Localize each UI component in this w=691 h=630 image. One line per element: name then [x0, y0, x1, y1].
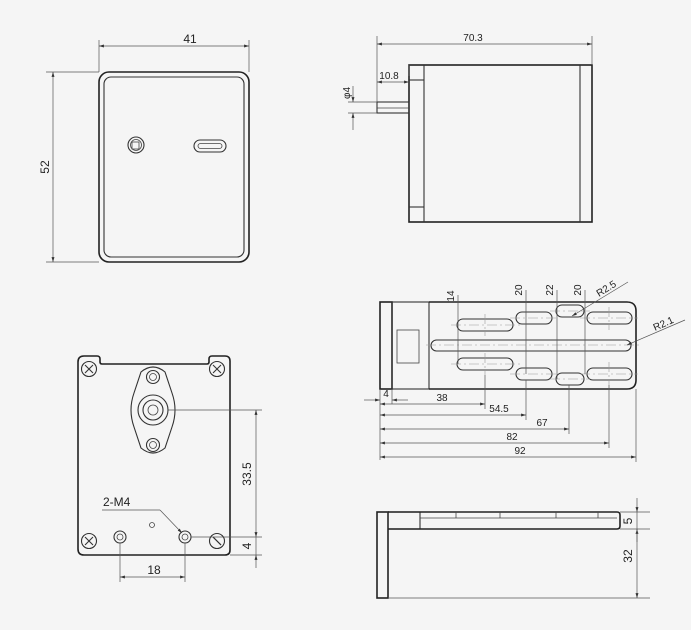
shaft-button [127, 136, 145, 154]
dim-hole-spacing-18: 18 [119, 543, 186, 582]
front-view: 41 52 [38, 32, 250, 263]
dim-label-top-0: 14 [446, 290, 457, 302]
slot-centerlines [426, 307, 640, 385]
dim-label-bottom-4: 82 [506, 432, 518, 443]
bracket-side-block [387, 511, 421, 530]
bracket-plate [429, 301, 637, 390]
dim-height-52: 52 [38, 71, 99, 263]
dim-side-5: 5 [620, 498, 650, 542]
dim-label-side-small: 5 [621, 517, 635, 524]
dim-label-side-height: 32 [621, 549, 635, 563]
dim-shaft-diameter: φ4 [342, 86, 377, 130]
usb-c-port [193, 139, 227, 153]
radius-label-2: R2.1 [652, 315, 676, 334]
bracket-side-flange [376, 511, 389, 599]
dim-shaft-10-8: 10.8 [377, 65, 410, 84]
m4-hole-left [113, 530, 127, 544]
radius-callouts: R2.5 R2.1 [571, 279, 686, 346]
front-inner-outline [103, 76, 245, 258]
dim-label-bottom-5: 92 [514, 446, 526, 457]
callout-2-m4: 2-M4 [102, 495, 183, 534]
slots-lower [456, 357, 633, 386]
front-outer-outline [98, 71, 250, 263]
screw-br-icon [208, 532, 226, 550]
dim-shaft-height-33-5: 33.5 4 [168, 409, 262, 568]
dim-label-bottom-3: 67 [536, 418, 548, 429]
radius-label-1: R2.5 [595, 279, 619, 300]
dim-width-41: 41 [98, 32, 250, 72]
dim-label-top-2: 22 [545, 284, 556, 296]
bracket-top-view: 14 20 22 20 R2.5 R2.1 4 38 54.5 [364, 279, 686, 462]
back-plate-outline [77, 355, 231, 556]
side-body [408, 64, 593, 223]
hole-callout-label: 2-M4 [103, 495, 131, 509]
dim-label-shaft-diameter: φ4 [342, 87, 353, 99]
dims-bottom: 4 38 54.5 67 82 92 [364, 375, 637, 462]
dim-side-32: 32 [388, 512, 650, 599]
screw-bl-icon [80, 532, 98, 550]
m4-hole-right [178, 530, 192, 544]
shaft [376, 101, 410, 114]
side-view: 70.3 10.8 φ4 [342, 33, 593, 223]
dim-length-70-3: 70.3 [376, 33, 593, 102]
back-view: 2-M4 18 33.5 4 [77, 355, 262, 582]
bracket-mount-block [391, 301, 430, 390]
bracket-window [396, 329, 420, 364]
dim-label-height: 52 [38, 160, 52, 174]
dim-label-shaft-length: 10.8 [379, 71, 399, 82]
dim-label-top-1: 20 [514, 284, 525, 296]
dim-label-shaft-height: 33.5 [240, 462, 254, 486]
screw-tl-icon [80, 360, 98, 378]
dim-label-top-3: 20 [573, 284, 584, 296]
bracket-side-plate [388, 511, 621, 530]
dim-label-length: 70.3 [463, 33, 483, 44]
dim-label-hole-offset: 4 [240, 542, 254, 549]
dim-label-bottom-0: 4 [383, 389, 389, 400]
dim-label-width: 41 [183, 32, 197, 46]
bracket-flange [379, 301, 393, 390]
bracket-side-view: 5 32 [376, 498, 650, 599]
screw-tr-icon [208, 360, 226, 378]
center-slot [430, 339, 632, 352]
locator-dot [149, 522, 155, 528]
dim-label-bottom-2: 54.5 [489, 404, 509, 415]
dim-label-hole-spacing: 18 [147, 563, 161, 577]
dims-top: 14 20 22 20 [446, 284, 586, 379]
dim-label-bottom-1: 38 [436, 393, 448, 404]
